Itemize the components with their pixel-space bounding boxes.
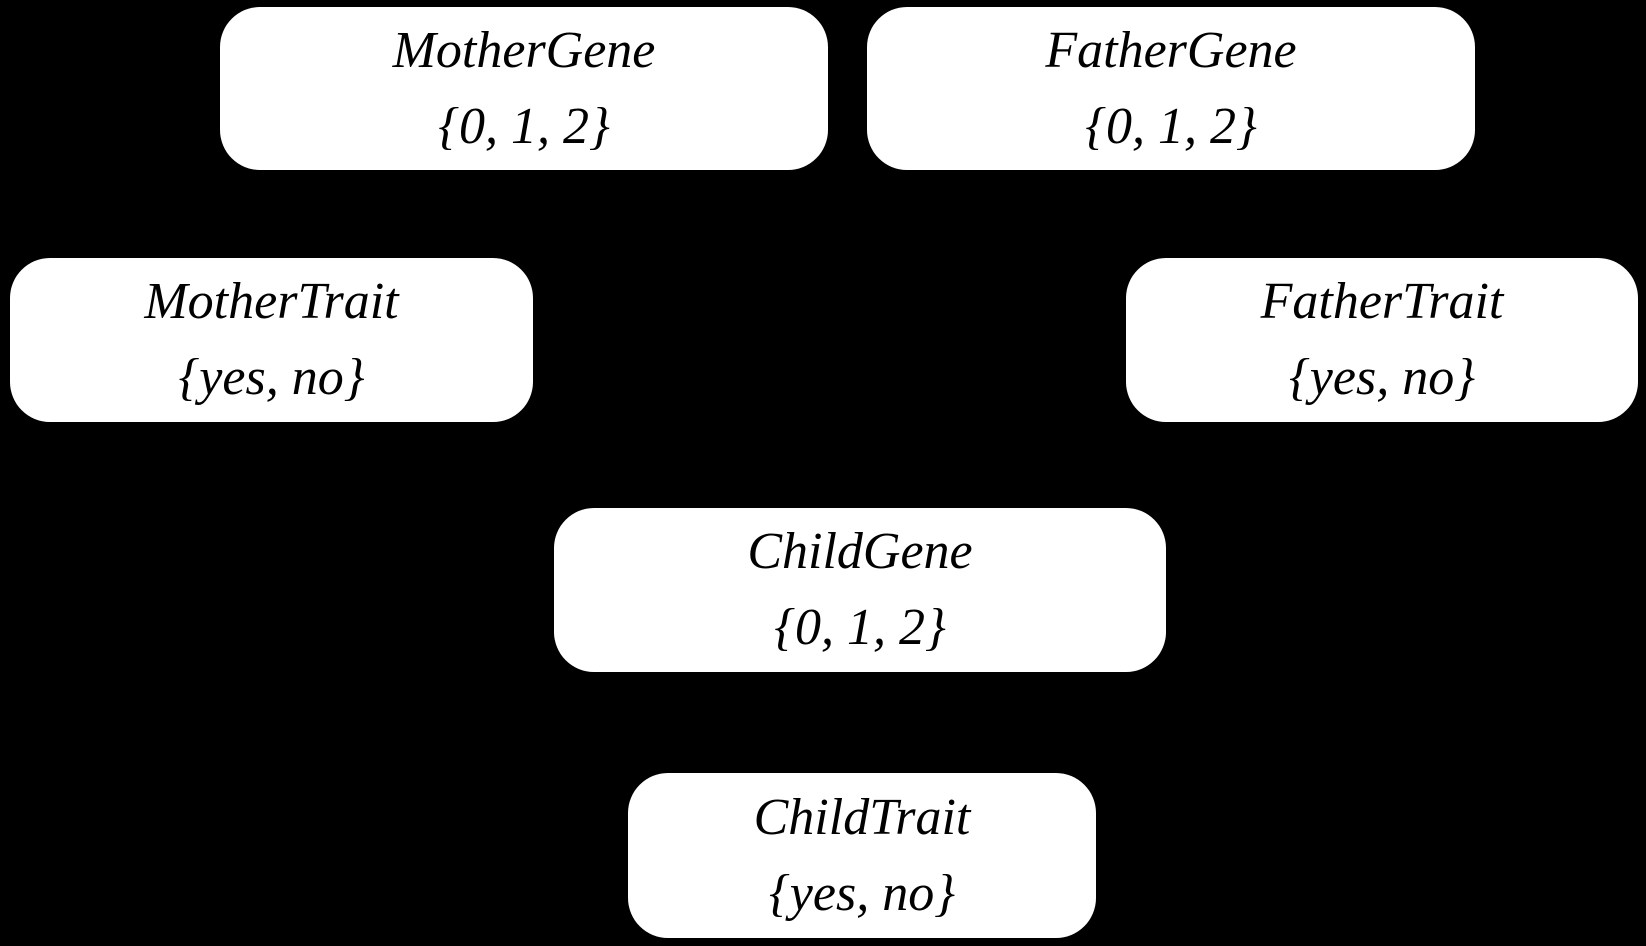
node-father-gene: FatherGene {0, 1, 2} — [867, 7, 1475, 170]
node-mother-trait-domain: {yes, no} — [178, 349, 365, 406]
node-child-gene: ChildGene {0, 1, 2} — [554, 508, 1166, 672]
node-child-gene-label: ChildGene — [747, 523, 973, 580]
node-child-trait-domain: {yes, no} — [769, 864, 955, 922]
node-child-trait-label: ChildTrait — [753, 788, 971, 846]
node-mother-trait-label: MotherTrait — [144, 273, 399, 330]
node-child-gene-domain: {0, 1, 2} — [774, 599, 946, 656]
node-mother-gene-label: MotherGene — [392, 21, 656, 79]
node-father-trait-label: FatherTrait — [1260, 273, 1504, 330]
node-mother-gene-domain: {0, 1, 2} — [438, 97, 610, 155]
node-father-trait-domain: {yes, no} — [1289, 349, 1475, 406]
node-mother-gene: MotherGene {0, 1, 2} — [220, 7, 828, 170]
node-father-trait: FatherTrait {yes, no} — [1126, 258, 1638, 422]
node-father-gene-label: FatherGene — [1045, 21, 1297, 79]
node-mother-trait: MotherTrait {yes, no} — [10, 258, 533, 422]
node-child-trait: ChildTrait {yes, no} — [628, 773, 1096, 938]
node-father-gene-domain: {0, 1, 2} — [1085, 97, 1257, 155]
